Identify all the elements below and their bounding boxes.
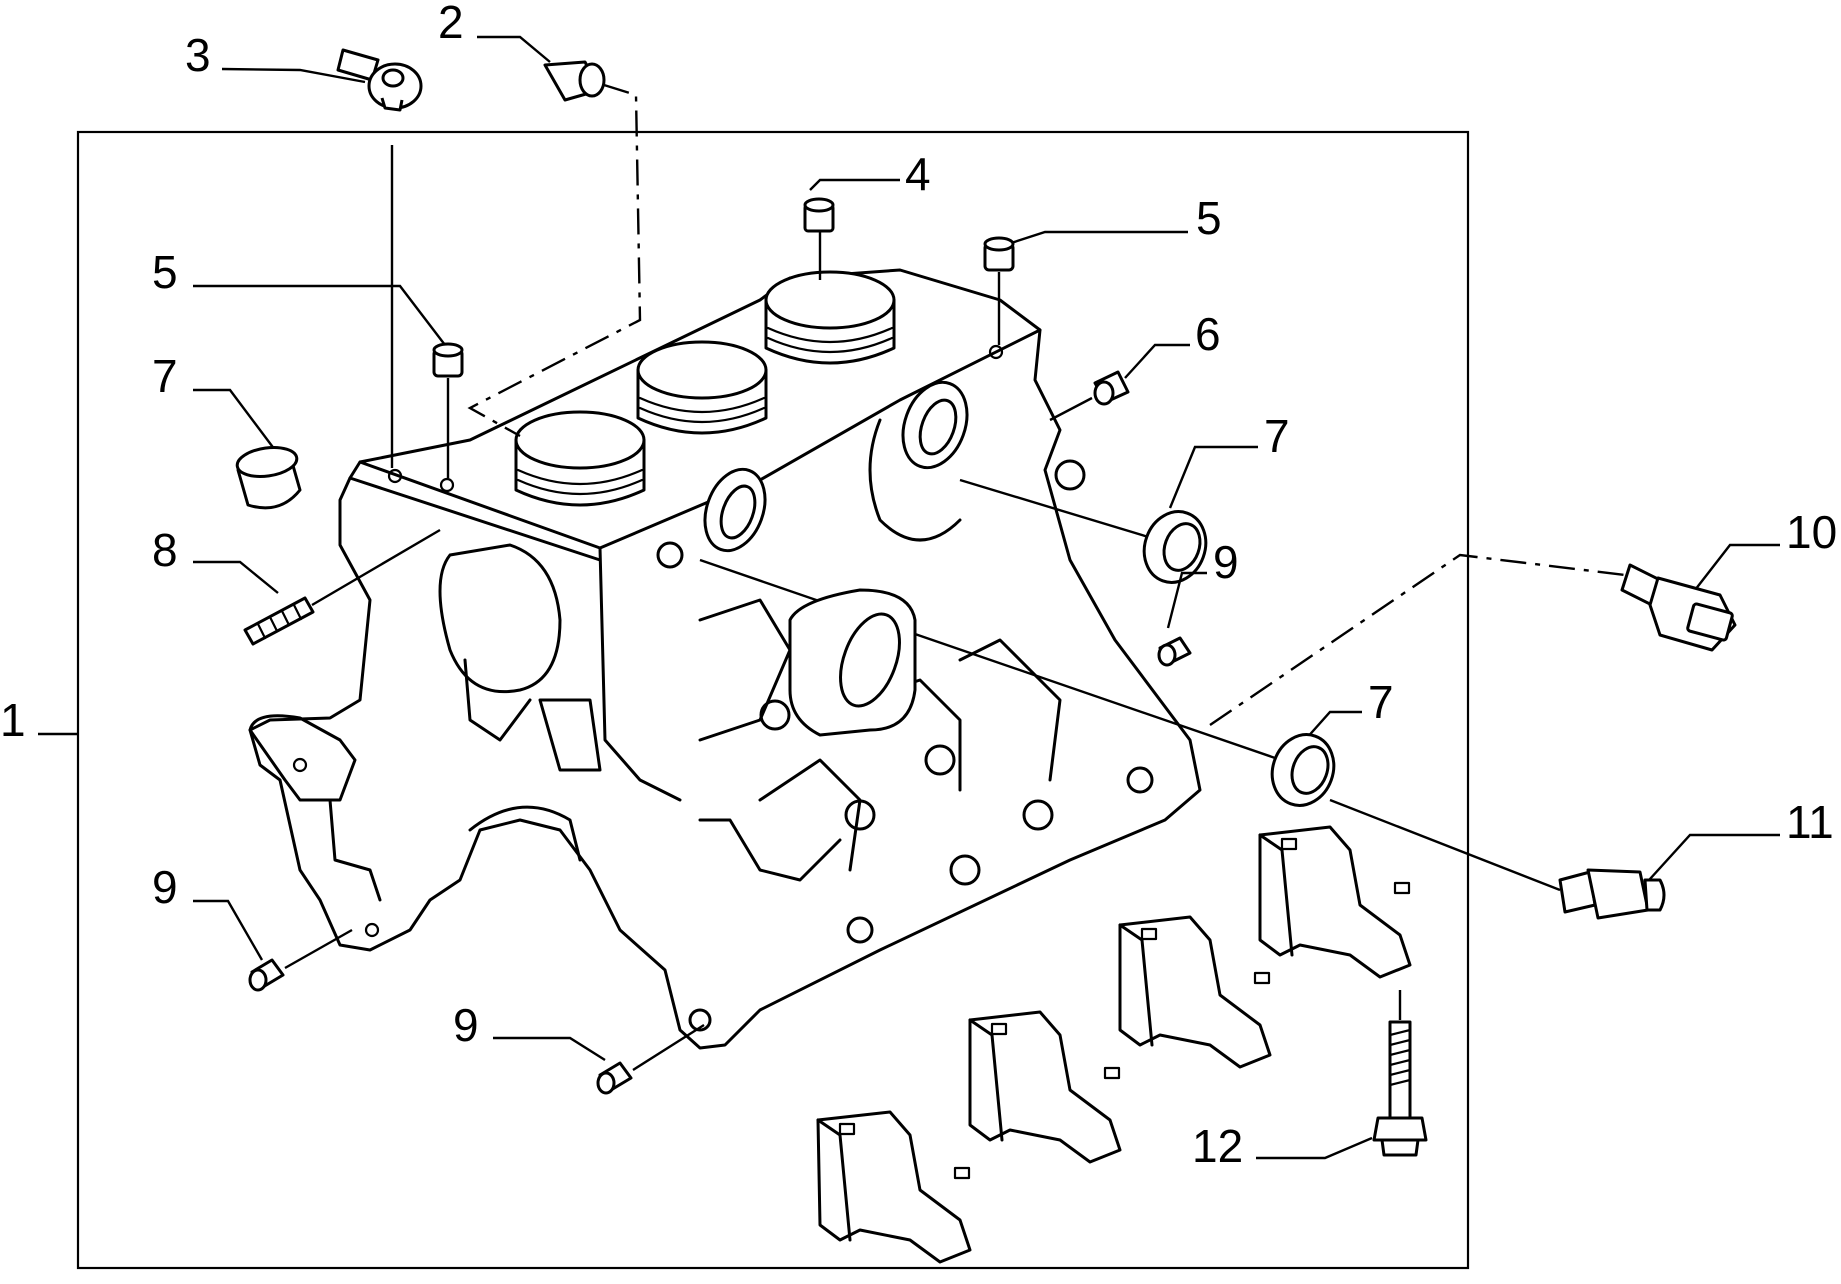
part-3-banjo-fitting [336,48,423,112]
leader-6 [1124,343,1190,379]
leader-9-right [1166,571,1207,629]
dash-10 [1209,553,1626,726]
part-12-cap-bolt [1372,1020,1428,1157]
callout-5-right: 5 [1196,192,1222,244]
callout-1: 1 [0,694,26,746]
part-8-stud [243,596,315,646]
seal-front [703,467,767,553]
part-7-seal-upper-right [1142,510,1208,584]
main-bearing-cap-3 [1118,915,1272,1069]
callout-7-lower-right: 7 [1368,676,1394,728]
part-9-dowel-bottom [596,1061,633,1095]
callout-7-upper-right: 7 [1264,410,1290,462]
leader-9-left [193,899,264,961]
callout-5-left: 5 [152,246,178,298]
leader-11 [1639,833,1780,891]
seal-axis-upper [959,478,1176,547]
callout-10: 10 [1786,506,1837,558]
callout-2: 2 [438,0,464,48]
leader-2 [477,35,551,63]
part-5-dowel-right [983,236,1015,272]
callout-9-left: 9 [152,861,178,913]
callout-6: 6 [1195,308,1221,360]
callout-8: 8 [152,524,178,576]
leader-7-lower-right [1304,710,1362,741]
leader-7-left [193,388,276,451]
part-6-plug [1093,370,1130,406]
leader-4 [809,178,900,191]
main-bearing-cap-4 [1258,825,1412,979]
dash-6 [1049,396,1093,422]
assembly-frame [76,130,1470,1270]
dash-9-bottom [632,1023,705,1072]
cylinder-bore-3 [764,270,896,365]
leader-5-right [1004,230,1188,247]
part-7-expansion-plug-left [235,446,302,510]
callout-9-bottom: 9 [453,999,479,1051]
callout-12: 12 [1192,1120,1243,1172]
part-5-dowel-left [432,342,464,378]
part-7-seal-lower-right [1270,733,1336,807]
leader-5-left [193,284,446,346]
callout-7-left: 7 [152,350,178,402]
leader-12 [1256,1136,1373,1160]
main-bearing-cap-2 [968,1010,1122,1164]
dash-9-left [284,928,353,970]
cylinder-liner-sleeve [788,588,917,737]
leader-7-upper-right [1168,445,1258,509]
cylinder-bore-1 [514,410,646,507]
leader-9-bottom [493,1036,606,1062]
leader-3 [221,67,366,84]
part-9-dowel-left [248,958,285,992]
dash-2 [467,83,642,438]
cylinder-bore-2 [636,340,768,435]
callout-9-right: 9 [1213,536,1239,588]
leader-8 [193,560,279,594]
part-9-dowel-right [1157,636,1192,667]
callout-3: 3 [185,29,211,81]
dash-8 [311,528,441,607]
leader-10 [1694,543,1780,591]
main-bearing-cap-1 [816,1110,972,1264]
part-10-pressure-switch [1620,563,1737,652]
part-11-temperature-sender [1558,868,1666,920]
dash-11 [1329,798,1561,892]
seal-rear [901,380,969,470]
callout-4: 4 [905,148,931,200]
part-2-plug [543,60,606,102]
shaft-axis [699,558,1311,772]
callout-11: 11 [1786,796,1834,848]
part-4-dowel [803,197,835,233]
